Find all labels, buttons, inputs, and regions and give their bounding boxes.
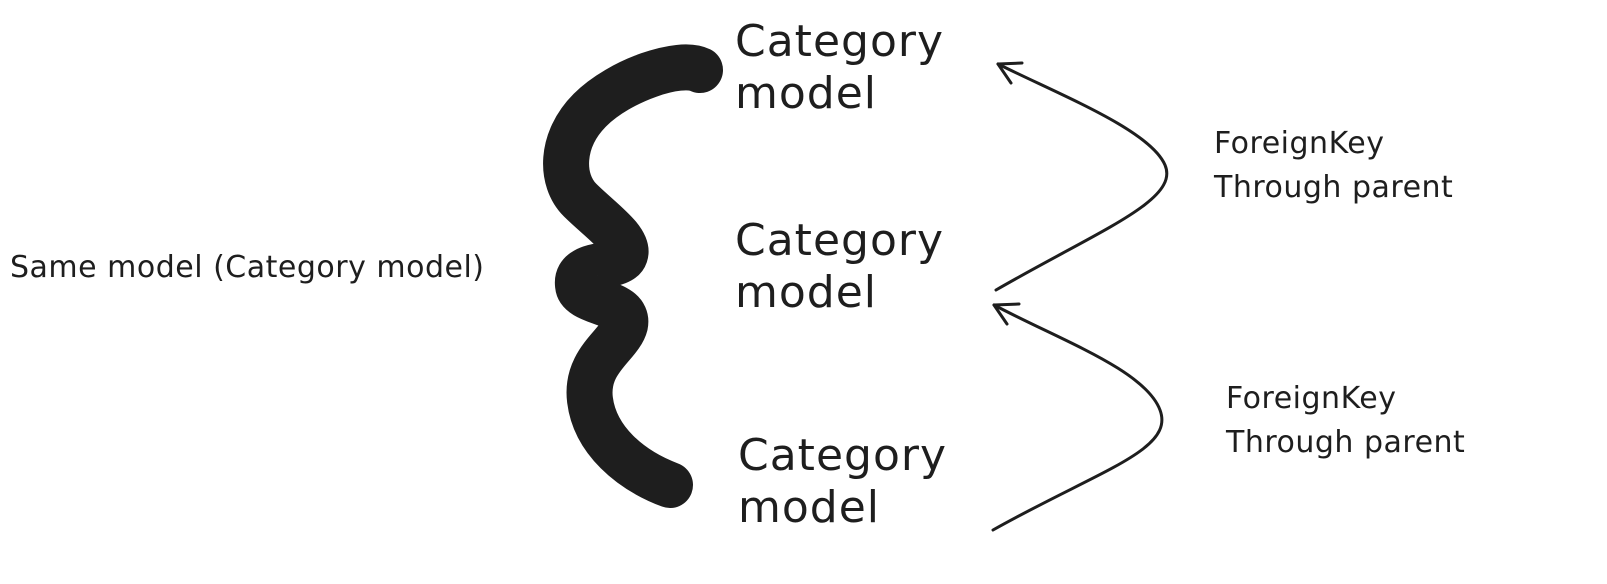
node-line2: model xyxy=(735,267,878,318)
arrow-lower xyxy=(991,303,1164,532)
node-line2: model xyxy=(738,482,881,533)
relation-label-upper: ForeignKey Through parent xyxy=(1214,122,1453,210)
node-line1: Category xyxy=(735,215,944,266)
node-line2: model xyxy=(735,68,878,119)
relation-line1: ForeignKey xyxy=(1214,126,1385,161)
same-model-label: Same model (Category model) xyxy=(10,250,485,285)
curly-brace xyxy=(543,44,723,508)
relation-line2: Through parent xyxy=(1226,425,1466,460)
arrowhead-upper xyxy=(996,61,1024,85)
relation-line1: ForeignKey xyxy=(1226,381,1397,416)
relation-label-lower: ForeignKey Through parent xyxy=(1226,377,1465,465)
category-node-bottom: Category model xyxy=(738,430,947,534)
arrow-upper xyxy=(994,62,1169,292)
arrowhead-lower xyxy=(992,302,1021,326)
category-node-middle: Category model xyxy=(735,215,944,319)
node-line1: Category xyxy=(735,16,944,67)
node-line1: Category xyxy=(738,430,947,481)
relation-line2: Through parent xyxy=(1214,170,1454,205)
category-node-top: Category model xyxy=(735,16,944,120)
